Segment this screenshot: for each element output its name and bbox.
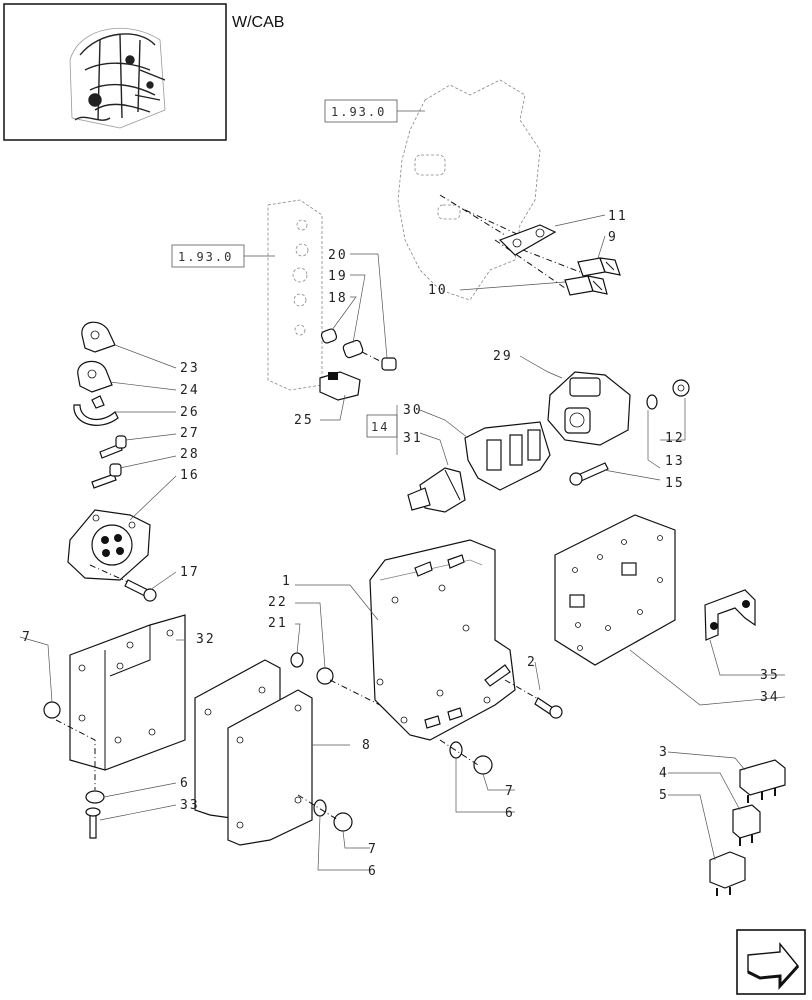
label-32: 32 [196,632,216,647]
label-23: 23 [180,361,200,376]
label-7-left: 7 [22,630,32,645]
callout-labels: 11 9 10 20 19 18 25 29 30 31 12 13 15 23… [22,209,780,879]
svg-text:1.93.0: 1.93.0 [331,105,386,119]
label-17: 17 [180,565,200,580]
washer-part-6-left [85,790,105,804]
label-29: 29 [493,349,513,364]
label-4: 4 [659,766,669,781]
thumbnail-title: W/CAB [232,14,285,31]
bulb-part-18 [320,328,338,344]
label-6-bottom: 6 [368,864,378,879]
label-5: 5 [659,788,669,803]
washer-part-21 [290,652,304,668]
label-20: 20 [328,248,348,263]
nut-part-7-left [43,701,61,719]
bracket-part-35 [704,589,756,641]
bolt-part-17 [89,564,157,602]
connector-block-part-30 [464,421,551,491]
vertical-post-outline [267,199,323,391]
label-13: 13 [665,454,685,469]
relay-part-3 [739,759,786,803]
label-6-mid: 6 [505,806,515,821]
bracket-plate-part-1 [369,539,516,741]
housing-part-29 [547,371,631,446]
label-27: 27 [180,426,200,441]
switch-part-25 [319,371,361,401]
harness-thumbnail-image [69,27,166,129]
label-24: 24 [180,383,200,398]
washer-part-13 [646,394,658,410]
nut-part-12 [672,379,690,397]
socket-part-19 [342,339,364,359]
nut-part-22 [316,667,381,706]
reference-box-14[interactable]: 14 [366,405,398,455]
label-33: 33 [180,798,200,813]
reference-box-1-93-0-top[interactable]: 1.93.0 [324,99,425,123]
screw-part-15 [569,462,609,486]
label-1: 1 [282,574,292,589]
connector-part-9 [577,257,621,277]
cab-pillar-outline [397,79,541,301]
screw-part-28 [91,463,122,489]
socket-part-16 [67,509,151,581]
label-9: 9 [608,230,618,245]
svg-text:1.93.0: 1.93.0 [178,250,233,264]
label-35: 35 [760,668,780,683]
label-25: 25 [294,413,314,428]
label-28: 28 [180,447,200,462]
label-7-mid: 7 [505,784,515,799]
screw-part-33 [85,807,101,839]
relay-part-5 [709,851,746,896]
label-6-left: 6 [180,776,190,791]
screw-part-27 [99,435,127,459]
label-12: 12 [665,431,685,446]
label-16: 16 [180,468,200,483]
reference-box-1-93-0-left[interactable]: 1.93.0 [171,244,275,268]
clip-part-24 [77,360,113,393]
leader-lines [19,214,786,871]
next-page-arrow-icon[interactable] [736,929,806,995]
thumbnail-panel[interactable] [3,3,227,141]
mounting-plate-part-34 [554,514,676,666]
bracket-part-32 [55,614,186,790]
strap-part-26 [73,395,119,426]
label-15: 15 [665,476,685,491]
label-19: 19 [328,269,348,284]
lens-part-20 [361,351,397,371]
label-10: 10 [428,283,448,298]
svg-text:14: 14 [371,420,389,434]
label-2: 2 [527,655,537,670]
washer-part-6-bottom [313,799,327,817]
label-18: 18 [328,291,348,306]
label-26: 26 [180,405,200,420]
connector-part-10 [564,275,608,296]
label-34: 34 [760,690,780,705]
label-8: 8 [362,738,372,753]
label-11: 11 [608,209,628,224]
plug-part-31 [407,467,466,513]
grommet-plate-part-11 [439,194,581,289]
label-31: 31 [403,431,423,446]
label-22: 22 [268,595,288,610]
label-21: 21 [268,616,288,631]
label-3: 3 [659,745,669,760]
label-7-bottom: 7 [368,842,378,857]
plate-part-8-front [227,689,313,846]
bolt-part-2 [504,679,563,719]
nut-part-7-mid [439,739,493,775]
label-30: 30 [403,403,423,418]
clip-part-23 [81,321,116,353]
relay-part-4 [732,804,761,846]
